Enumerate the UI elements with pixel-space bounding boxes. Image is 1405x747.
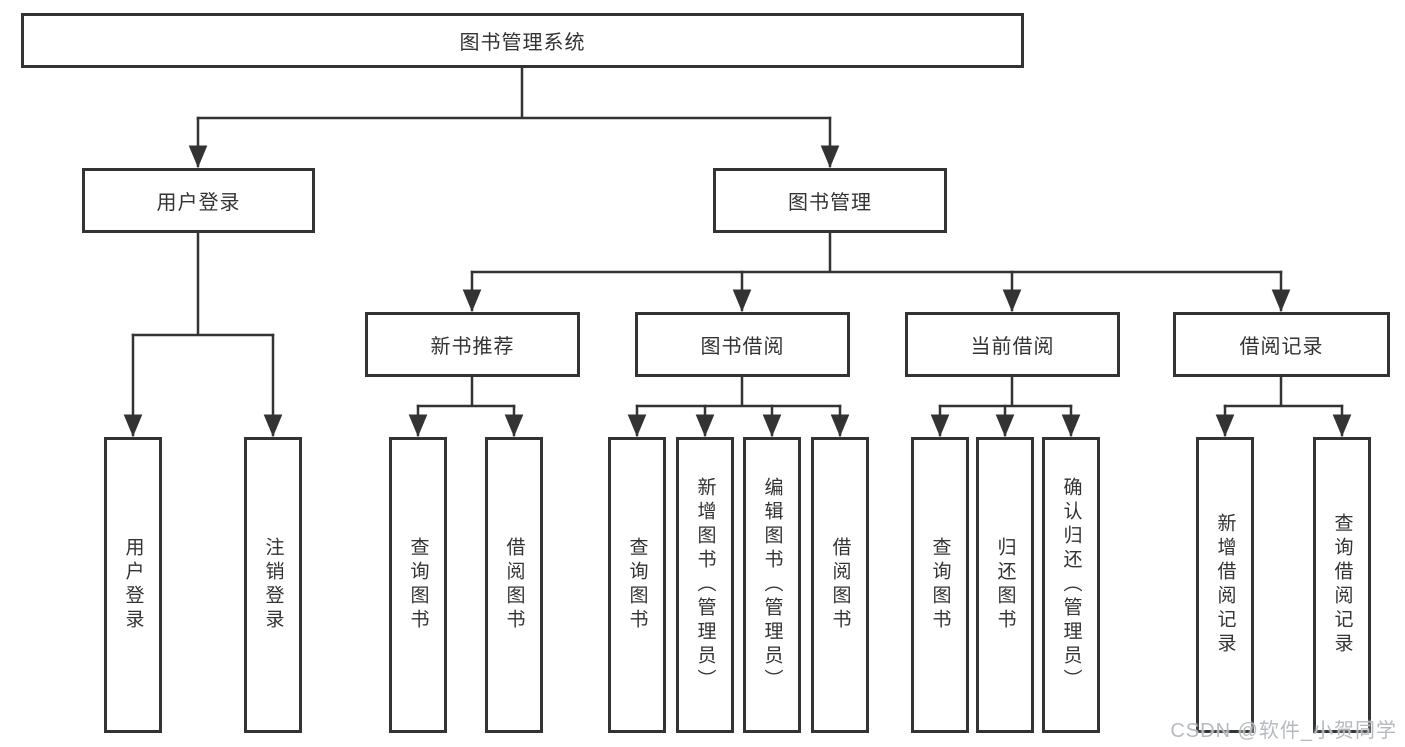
node-borrow-records-label: 借阅记录: [1239, 336, 1324, 358]
leaf-confirm-return-admin-label: 确认归还（管理员）: [1060, 477, 1082, 693]
node-borrow-records: 借阅记录: [1173, 312, 1390, 377]
node-current-borrow-label: 当前借阅: [970, 336, 1055, 358]
node-user-login: 用户登录: [82, 168, 315, 233]
leaf-borrow-books-recommend: 借阅图书: [485, 437, 543, 733]
leaf-query-borrow-record: 查询借阅记录: [1313, 437, 1371, 733]
leaf-user-login-label: 用户登录: [122, 537, 144, 633]
node-library-system-label: 图书管理系统: [459, 32, 586, 54]
leaf-query-books-borrow-label: 查询图书: [626, 537, 648, 633]
leaf-borrow-books: 借阅图书: [811, 437, 869, 733]
leaf-borrow-books-label: 借阅图书: [829, 537, 851, 633]
leaf-logout-label: 注销登录: [262, 537, 284, 633]
leaf-edit-book-admin-label: 编辑图书（管理员）: [761, 477, 783, 693]
leaf-add-book-admin-label: 新增图书（管理员）: [694, 477, 716, 693]
node-new-book-recommend: 新书推荐: [365, 312, 580, 377]
leaf-logout: 注销登录: [244, 437, 302, 733]
leaf-add-borrow-record: 新增借阅记录: [1196, 437, 1254, 733]
leaf-borrow-books-recommend-label: 借阅图书: [503, 537, 525, 633]
node-current-borrow: 当前借阅: [905, 312, 1120, 377]
leaf-user-login: 用户登录: [104, 437, 162, 733]
leaf-query-borrow-record-label: 查询借阅记录: [1331, 513, 1353, 657]
node-user-login-label: 用户登录: [156, 192, 241, 214]
node-book-management: 图书管理: [713, 168, 947, 233]
node-book-borrow-label: 图书借阅: [700, 336, 785, 358]
node-library-system: 图书管理系统: [21, 13, 1024, 68]
leaf-query-books-borrow: 查询图书: [608, 437, 666, 733]
leaf-confirm-return-admin: 确认归还（管理员）: [1042, 437, 1100, 733]
leaf-return-book: 归还图书: [976, 437, 1034, 733]
node-book-management-label: 图书管理: [788, 192, 872, 214]
leaf-add-borrow-record-label: 新增借阅记录: [1214, 513, 1236, 657]
leaf-query-books-recommend: 查询图书: [389, 437, 447, 733]
leaf-query-books-recommend-label: 查询图书: [407, 537, 429, 633]
leaf-query-books-current-label: 查询图书: [929, 537, 951, 633]
node-new-book-recommend-label: 新书推荐: [430, 336, 515, 358]
csdn-watermark: CSDN @软件_小贺同学: [1170, 720, 1397, 742]
node-book-borrow: 图书借阅: [635, 312, 850, 377]
leaf-query-books-current: 查询图书: [911, 437, 969, 733]
leaf-add-book-admin: 新增图书（管理员）: [676, 437, 734, 733]
leaf-return-book-label: 归还图书: [994, 537, 1016, 633]
leaf-edit-book-admin: 编辑图书（管理员）: [743, 437, 801, 733]
